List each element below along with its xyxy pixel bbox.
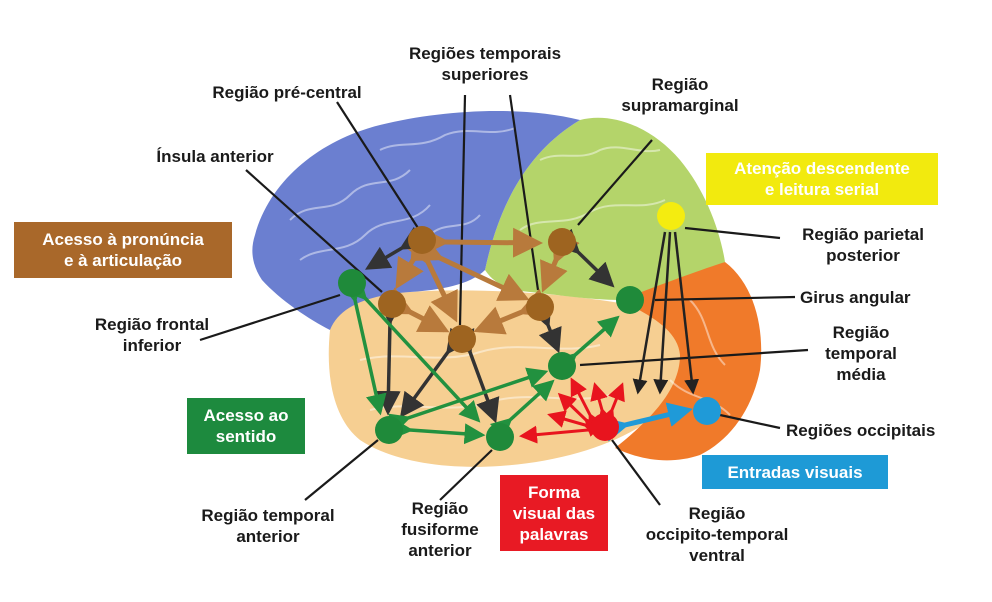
arrow-supramarginal-temporal — [540, 231, 580, 293]
node-fusiforme-anterior — [486, 423, 514, 451]
leader-parietal-posterior — [684, 226, 781, 240]
node-insula — [378, 290, 406, 318]
label-temporal-media: Região temporal média — [825, 323, 897, 384]
node-occipito-temporal — [591, 413, 619, 441]
arrow-yellow-2 — [653, 231, 672, 395]
arrow-precentral-supramarginal — [419, 226, 543, 258]
nodes — [338, 202, 721, 451]
leader-supramarginal — [577, 139, 653, 226]
arrow-temporal-middle — [473, 288, 551, 335]
arrow-supramarginal-angular — [554, 228, 615, 288]
arrow-precentral-frontal — [364, 226, 427, 270]
box-atencao-descendente: Atenção descendente e leitura serial — [706, 153, 938, 205]
arrow-yellow-3 — [673, 231, 700, 395]
node-pre-central — [408, 226, 436, 254]
box-acesso-sentido: Acesso ao sentido — [187, 398, 305, 454]
black-arrows — [632, 231, 700, 395]
node-temporal-anterior — [375, 416, 403, 444]
label-girus-angular: Girus angular — [800, 288, 911, 307]
label-supramarginal: Região supramarginal — [621, 75, 739, 115]
arrow-temporal-media-angular — [554, 315, 620, 375]
node-frontal-inferior — [338, 269, 366, 297]
arrow-yellow-1 — [632, 231, 667, 395]
label-pre-central: Região pré-central — [212, 83, 362, 102]
arrow-fusiforme-temporal-media — [489, 379, 555, 440]
node-temporal-superior-1 — [526, 293, 554, 321]
node-temporal-superior-2 — [448, 325, 476, 353]
node-occipitais — [693, 397, 721, 425]
arrow-vwfa-red-3 — [547, 410, 602, 438]
label-parietal-posterior: Região parietal posterior — [802, 225, 924, 265]
box-forma-visual: Forma visual das palavras — [500, 475, 608, 551]
arrow-insula-anterior — [376, 300, 403, 416]
box-entradas-visuais: Entradas visuais — [702, 455, 888, 489]
arrow-blue-occipital-vwfa — [602, 402, 693, 442]
green-arrows — [340, 278, 620, 445]
label-frontal-inferior: Região frontal inferior — [94, 315, 210, 355]
label-temporais-superiores: Regiões temporais superiores — [408, 44, 562, 84]
leader-occipito-temporal — [611, 439, 661, 506]
leader-girus-angular — [654, 295, 796, 302]
leader-occipitais — [719, 413, 781, 430]
leader-temporal-anterior — [304, 439, 379, 501]
leader-fusiforme-anterior — [439, 449, 493, 501]
label-occipito-temporal: Região occipito-temporal ventral — [645, 504, 789, 565]
leader-lines — [199, 94, 809, 506]
box-acesso-pronuncia: Acesso à pronúncia e à articulação — [14, 222, 232, 278]
label-temporal-anterior: Região temporal anterior — [201, 506, 335, 546]
label-occipitais: Regiões occipitais — [786, 421, 936, 440]
label-insula-anterior: Ínsula anterior — [156, 147, 274, 166]
frontal-lobe — [252, 110, 580, 331]
node-supramarginal — [548, 228, 576, 256]
node-parietal-posterior — [657, 202, 685, 230]
node-girus-angular — [616, 286, 644, 314]
label-fusiforme-anterior: Região fusiforme anterior — [401, 499, 479, 560]
leader-frontal-inferior — [199, 293, 341, 342]
leader-pre-central — [336, 101, 419, 229]
node-temporal-media — [548, 352, 576, 380]
